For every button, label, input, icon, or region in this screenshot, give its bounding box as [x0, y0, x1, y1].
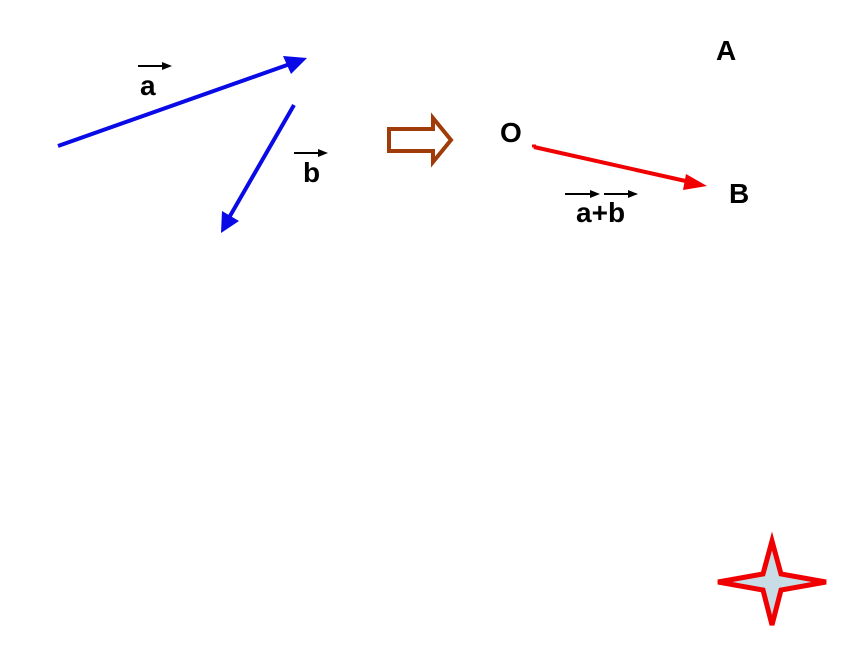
vector-b	[221, 104, 296, 233]
vector-b-label: b	[294, 149, 328, 188]
vector-a-label: a	[138, 62, 172, 101]
point-A-label: A	[716, 35, 736, 66]
hollow-right-arrow-icon	[387, 112, 454, 168]
vector-sum	[532, 144, 707, 190]
four-point-star-icon[interactable]	[717, 531, 827, 626]
point-O-label: O	[500, 117, 522, 148]
vector-b-letter: b	[303, 157, 320, 188]
vector-sum-label: a+b	[565, 190, 638, 228]
vector-a	[57, 56, 307, 148]
vector-a-letter: a	[140, 70, 156, 101]
point-B-label: B	[729, 178, 749, 209]
vector-sum-text: a+b	[576, 197, 625, 228]
